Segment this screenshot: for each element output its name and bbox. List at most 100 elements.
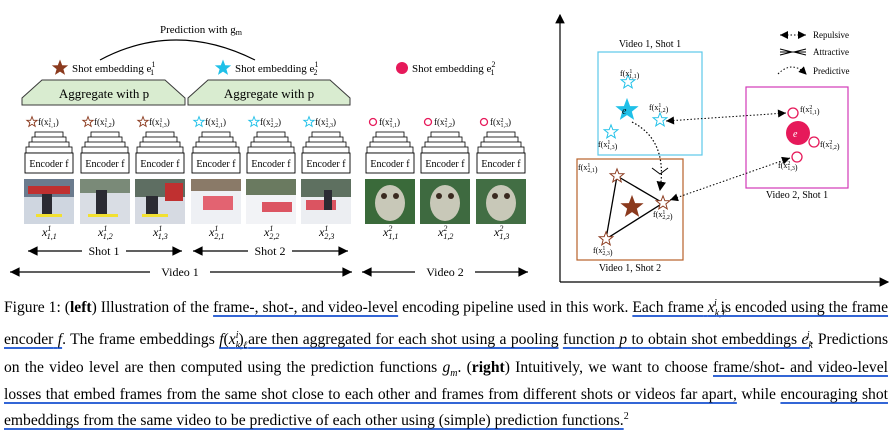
encoder-block: Encoder f (80, 131, 130, 174)
svg-text:f(x12,1): f(x12,1) (578, 163, 598, 174)
encoder-label: Encoder f (29, 159, 69, 170)
encoder-block: Encoder f (246, 131, 296, 174)
svg-text:f(x21,2): f(x21,2) (820, 140, 840, 151)
caption-right-tag: right (471, 358, 505, 376)
caption-highlight-4: function p to obtain shot embeddings eki (562, 329, 813, 352)
svg-text:Repulsive: Repulsive (813, 30, 849, 40)
frame-image-2-3 (301, 179, 351, 224)
encoder-label: Encoder f (425, 159, 465, 170)
encoder-label: Encoder f (481, 159, 521, 170)
frame-image-2-2 (246, 179, 296, 224)
frame-image-3-2 (420, 179, 470, 224)
svg-text:Predictive: Predictive (813, 66, 850, 76)
frame-embedding-star-icon (137, 116, 149, 127)
frame-image-2-1 (191, 179, 241, 224)
caption-highlight-3: f(xk,ℓi) (219, 329, 248, 352)
frame-image-1-1 (24, 179, 74, 224)
frame-embedding-circle-icon (368, 117, 378, 127)
video-2-label: Video 2 (426, 265, 464, 279)
frame-embedding-star-icon (303, 116, 315, 127)
caption-figure-label: Figure 1: (4, 299, 61, 317)
caption-footnote: 2 (623, 411, 629, 423)
caption-highlight-1: frame-, shot-, and video-level (213, 299, 399, 317)
shot-1-label: Shot 1 (88, 244, 119, 258)
right-panel: Repulsive Attractive Predictive Video 1,… (555, 13, 890, 287)
encoder-label: Encoder f (251, 159, 291, 170)
svg-text:f(x12,3): f(x12,3) (593, 246, 613, 257)
frame-embedding-star-icon (82, 116, 94, 127)
caption-highlight-6: encouraging shot embeddings from the sam… (4, 386, 888, 430)
encoder-block: Encoder f (420, 131, 470, 174)
encoder-label: Encoder f (140, 159, 180, 170)
encoder-label: Encoder f (306, 159, 346, 170)
encoder-block: Encoder f (191, 131, 241, 174)
frame-embedding-star-icon (193, 116, 205, 127)
shot-embedding-star-icon (214, 59, 232, 75)
svg-text:f(x11,2): f(x11,2) (649, 103, 669, 114)
svg-text:f(x11,1): f(x11,1) (620, 69, 640, 80)
frame-image-3-1 (365, 179, 415, 224)
svg-text:Shot embedding e21: Shot embedding e21 (412, 60, 495, 77)
svg-text:f(x21,1): f(x21,1) (800, 105, 820, 116)
frame-embedding-star-icon (26, 116, 38, 127)
svg-text:f(x12,2): f(x12,2) (653, 210, 673, 221)
frame-image-1-2 (80, 179, 130, 224)
frame-image-1-3 (135, 179, 185, 224)
video-1-label: Video 1 (161, 265, 199, 279)
frame-embedding-star-icon (248, 116, 260, 127)
svg-text:Aggregate with p: Aggregate with p (224, 86, 314, 101)
caption-highlight-2: Each frame xk,ℓi is encoded using the fr… (4, 298, 889, 349)
shot-embedding-star-icon (51, 59, 69, 75)
aggregate-block-1: Aggregate with p (21, 79, 186, 106)
svg-text:Video 1, Shot 1: Video 1, Shot 1 (619, 39, 681, 50)
svg-text:Video 2, Shot 1: Video 2, Shot 1 (766, 190, 828, 201)
aggregate-block-2: Aggregate with p (187, 79, 351, 106)
caption-highlight-5: frame/shot- and video-level losses that … (4, 358, 888, 404)
frame-image-3-3 (476, 179, 526, 224)
encoder-block: Encoder f (135, 131, 185, 174)
frame-embedding-circle-icon (479, 117, 489, 127)
svg-text:Aggregate with p: Aggregate with p (59, 86, 149, 101)
encoder-row: Encoder f Encoder f Encoder f Encoder f Enco… (24, 131, 526, 174)
encoder-label: Encoder f (85, 159, 125, 170)
frame-embedding-circle-icon (423, 117, 433, 127)
encoder-label: Encoder f (196, 159, 236, 170)
svg-text:e: e (793, 129, 798, 140)
svg-text:Video 1, Shot 2: Video 1, Shot 2 (599, 263, 661, 274)
shot-embedding-circle-icon (396, 62, 408, 74)
figure-caption: Figure 1: (left) Illustration of the fra… (4, 298, 889, 430)
svg-text:Shot embedding e11: Shot embedding e11 (72, 60, 155, 77)
encoder-block: Encoder f (365, 131, 415, 174)
encoder-block: Encoder f (476, 131, 526, 174)
encoder-label: Encoder f (370, 159, 410, 170)
encoder-block: Encoder f (24, 131, 74, 174)
prediction-arc (99, 39, 256, 61)
caption-left-tag: left (69, 299, 92, 317)
shot-2-label: Shot 2 (254, 244, 285, 258)
